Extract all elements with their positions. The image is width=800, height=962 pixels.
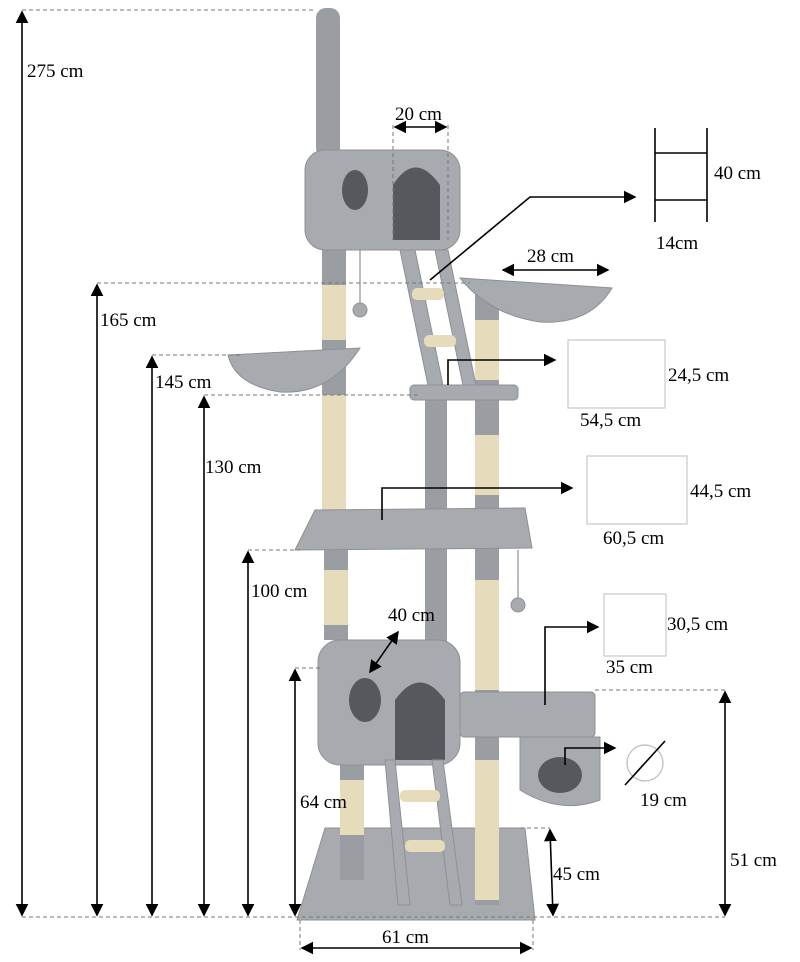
upper-platform-depth-label: 24,5 cm xyxy=(668,365,729,386)
upper-platform-outline xyxy=(567,339,666,409)
upper-platform-width-label: 54,5 cm xyxy=(580,410,641,431)
lower-platform-outline xyxy=(603,593,667,657)
hammock-width-label: 28 cm xyxy=(527,246,574,267)
ladder-width-label: 14cm xyxy=(656,233,698,254)
lower-house-width-label: 40 cm xyxy=(388,605,435,626)
base-width-label: 61 cm xyxy=(382,927,429,948)
lower-platform-width-label: 35 cm xyxy=(606,657,653,678)
diameter-icon xyxy=(624,740,666,786)
height-51-label: 51 cm xyxy=(730,850,777,871)
ladder-height-label: 40 cm xyxy=(714,163,761,184)
height-64-label: 64 cm xyxy=(300,792,347,813)
middle-platform-outline xyxy=(586,455,688,525)
middle-platform-depth-label: 44,5 cm xyxy=(690,481,751,502)
tunnel-diameter-label: 19 cm xyxy=(640,790,687,811)
height-45-label: 45 cm xyxy=(553,864,600,885)
height-130-label: 130 cm xyxy=(205,457,262,478)
cat-tree-illustration xyxy=(227,8,613,921)
guide-lines xyxy=(22,9,725,950)
height-100-label: 100 cm xyxy=(251,581,308,602)
ladder-callout-icon xyxy=(654,128,708,222)
middle-platform-width-label: 60,5 cm xyxy=(603,528,664,549)
height-275-label: 275 cm xyxy=(27,61,84,82)
dimension-lines xyxy=(15,10,732,955)
height-145-label: 145 cm xyxy=(155,372,212,393)
lower-platform-depth-label: 30,5 cm xyxy=(667,614,728,635)
height-165-label: 165 cm xyxy=(100,310,157,331)
top-house-width-label: 20 cm xyxy=(395,104,442,125)
